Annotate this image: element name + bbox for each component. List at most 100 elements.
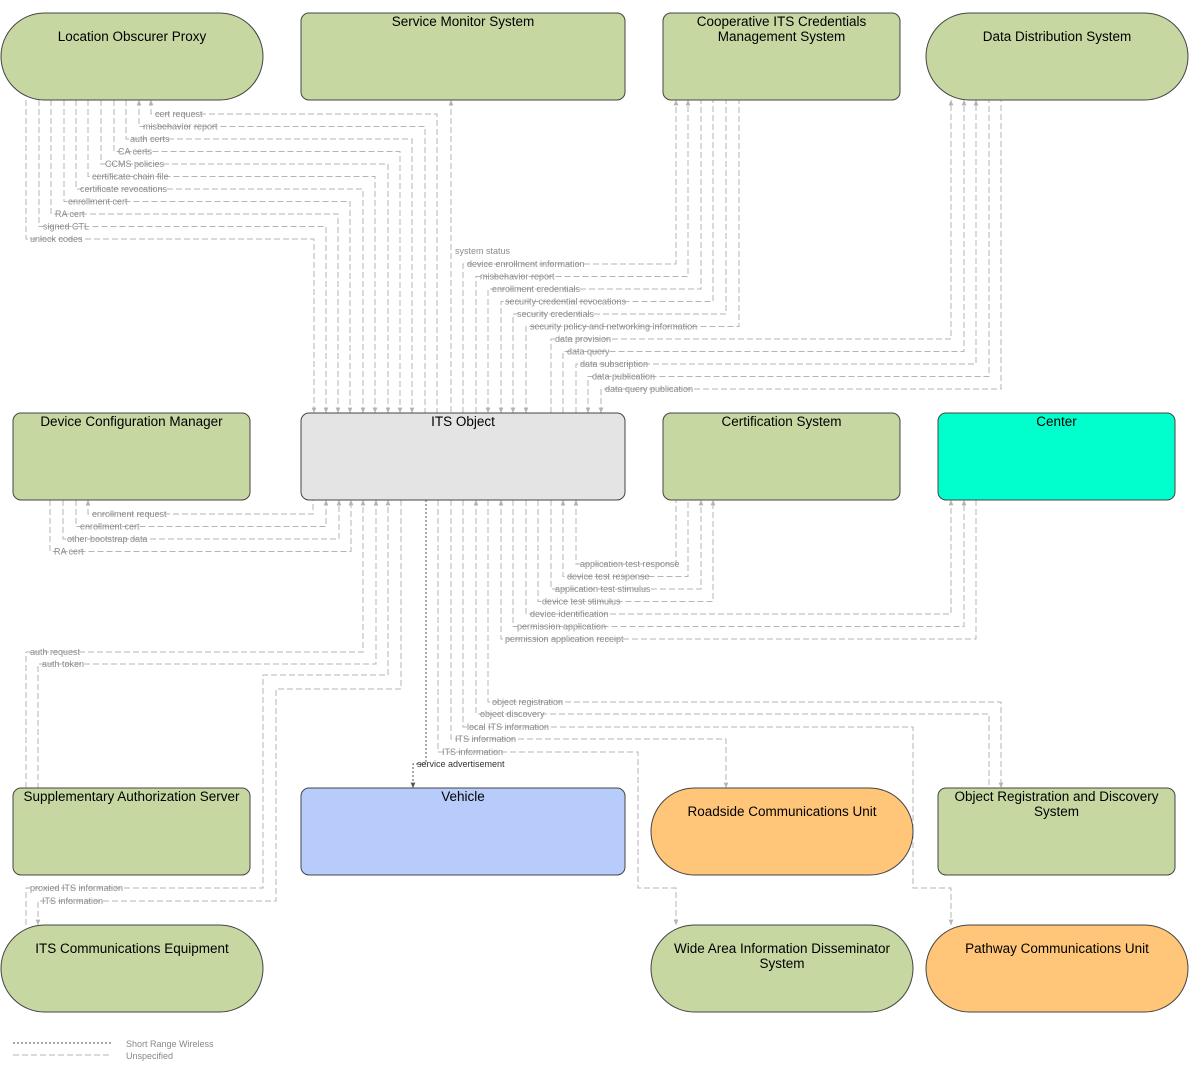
pathway-communications-unit-node-shape — [925, 924, 1189, 1013]
flow-line — [550, 100, 954, 413]
certification-system-node-shape — [662, 412, 901, 501]
device-configuration-manager-node-shape — [12, 412, 251, 501]
flow-line — [75, 100, 366, 413]
flow-line — [410, 500, 427, 788]
flow-line — [575, 100, 979, 413]
flow-label: application test stimulus — [555, 584, 651, 594]
flow-line — [37, 500, 379, 788]
center-node: Center — [937, 412, 1176, 501]
flow-label: RA cert — [55, 209, 85, 219]
flow-label: system status — [455, 246, 511, 256]
pathway-communications-unit-node: Pathway Communications Unit — [925, 924, 1189, 1013]
flow-label: CCMS policies — [105, 159, 165, 169]
flow-label: auth request — [30, 647, 81, 657]
credentials-management-system-node-shape — [662, 12, 901, 101]
nodes-layer: Location Obscurer Proxy Service Monitor S… — [0, 12, 1189, 1013]
flow-line — [585, 100, 990, 413]
flow-line — [573, 500, 677, 565]
location-obscurer-proxy-node-title: Location Obscurer Proxy — [58, 29, 207, 44]
flow-label: data query — [567, 347, 610, 357]
flow-label: object registration — [492, 697, 563, 707]
flow-label: data provision — [555, 334, 611, 344]
flow-label: CA certs — [118, 147, 153, 157]
flow-line — [125, 100, 415, 413]
flow-label: security credential revocations — [505, 297, 627, 307]
certification-system-node: Certification System — [662, 412, 901, 501]
flow-line — [63, 100, 353, 413]
flow-line — [598, 100, 1002, 413]
flow-line — [512, 500, 967, 627]
flow-label: service advertisement — [417, 759, 505, 769]
certification-system-node-title: Certification System — [721, 414, 841, 429]
flow-label: enrollment cert — [68, 197, 128, 207]
device-configuration-manager-node-title: Device Configuration Manager — [40, 414, 223, 429]
flow-label: ITS information — [442, 747, 503, 757]
flow-label: auth token — [42, 659, 84, 669]
roadside-communications-unit-node-title: Roadside Communications Unit — [687, 804, 876, 819]
data-distribution-system-node-title: Data Distribution System — [983, 29, 1132, 44]
vehicle-node-shape — [300, 787, 626, 876]
location-obscurer-proxy-node: Location Obscurer Proxy — [0, 12, 264, 101]
flow-line — [25, 500, 366, 788]
flow-label: unlock codes — [30, 234, 83, 244]
flow-label: local ITS information — [467, 722, 549, 732]
flow-line — [560, 500, 689, 577]
flow-line — [550, 500, 704, 590]
flow-label: permission application receipt — [505, 634, 624, 644]
flow-label: security policy and networking informati… — [530, 322, 697, 332]
legend-short-range-wireless-label: Short Range Wireless — [126, 1039, 214, 1049]
flow-label: data subscription — [580, 359, 648, 369]
flow-label: signed CTL — [43, 222, 89, 232]
flow-label: data publication — [592, 372, 655, 382]
flow-line — [62, 500, 342, 540]
flow-label: object discovery — [480, 709, 545, 719]
supplementary-authorization-server-node-title: Supplementary Authorization Server — [23, 789, 240, 804]
center-node-title: Center — [1036, 414, 1077, 429]
flow-line — [25, 500, 391, 925]
supplementary-authorization-server-node-shape — [12, 787, 251, 876]
data-distribution-system-node-shape — [925, 12, 1189, 101]
flow-line — [525, 500, 954, 615]
flow-label: misbehavior report — [480, 272, 555, 282]
flow-line — [485, 100, 702, 413]
flow-line — [85, 500, 314, 515]
flow-line — [25, 100, 317, 413]
flow-label: device test response — [567, 572, 650, 582]
wide-area-information-disseminator-node-title: System — [759, 956, 804, 971]
supplementary-authorization-server-node: Supplementary Authorization Server — [12, 787, 251, 876]
flow-label: enrollment credentials — [492, 284, 581, 294]
flow-label: device identification — [530, 609, 609, 619]
wide-area-information-disseminator-node-shape — [650, 924, 914, 1013]
service-monitor-system-node-title: Service Monitor System — [392, 14, 535, 29]
flow-line — [487, 500, 1004, 788]
its-object-node-shape — [300, 412, 626, 501]
vehicle-node-title: Vehicle — [441, 789, 485, 804]
service-monitor-system-node: Service Monitor System — [300, 12, 626, 101]
flow-label: RA cert — [54, 547, 84, 557]
flow-label: ITS information — [455, 734, 516, 744]
flow-line — [462, 500, 954, 925]
flow-line — [136, 100, 426, 413]
object-registration-discovery-system-node-shape — [937, 787, 1176, 876]
flow-label: enrollment cert — [80, 522, 140, 532]
credentials-management-system-node-title: Cooperative ITS Credentials — [697, 14, 867, 29]
flow-line — [148, 100, 438, 413]
flow-line — [523, 100, 740, 413]
flow-line — [473, 500, 990, 788]
flow-label: auth certs — [130, 134, 170, 144]
flow-line — [462, 100, 679, 413]
credentials-management-system-node-title: Management System — [718, 29, 846, 44]
its-communications-equipment-node-title: ITS Communications Equipment — [35, 941, 229, 956]
flow-line — [510, 100, 727, 413]
flow-line — [50, 100, 341, 413]
flow-label: application test response — [580, 559, 680, 569]
flow-line — [113, 100, 403, 413]
flow-line — [87, 100, 378, 413]
flow-line — [38, 100, 329, 413]
pathway-communications-unit-node-title: Pathway Communications Unit — [965, 941, 1149, 956]
